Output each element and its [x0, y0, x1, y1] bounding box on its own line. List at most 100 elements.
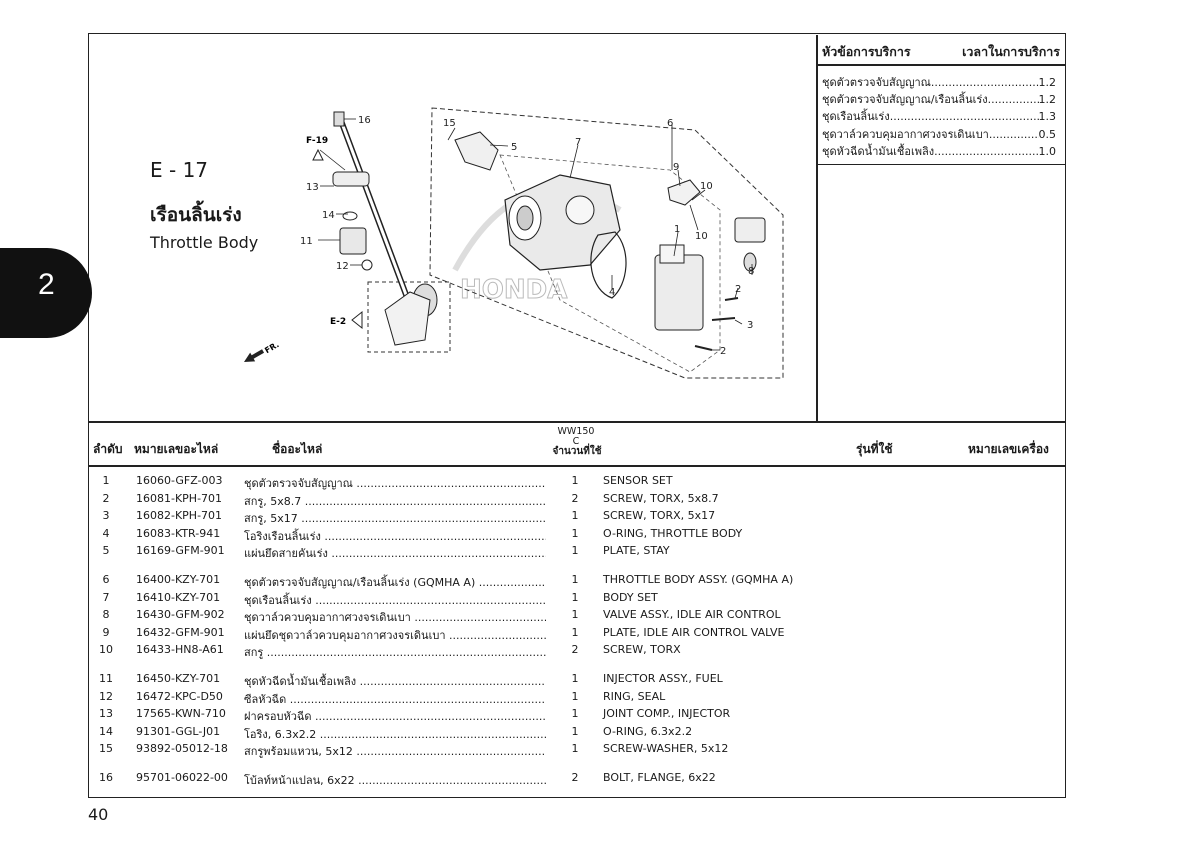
front-label: FR. — [263, 340, 280, 355]
row-part-no: 95701-06022-00 — [136, 771, 228, 784]
service-item: ชุดตัวตรวจจับสัญญาณ1.2 — [822, 74, 1056, 91]
chapter-tab: 2 — [0, 248, 92, 338]
table-row: 11 16450-KZY-701 ชุดหัวฉีดน้ำมันเชื้อเพลิง… — [90, 672, 1060, 688]
row-name-th: โอริงเรือนลิ้นเร่ง — [244, 527, 546, 545]
honda-watermark: HONDA — [460, 275, 567, 305]
row-qty: 2 — [571, 643, 579, 656]
row-part-no: 16082-KPH-701 — [136, 509, 223, 522]
service-item-time: 1.3 — [1038, 110, 1057, 124]
service-item-name: ชุดตัวตรวจจับสัญญาณ — [822, 74, 1039, 91]
row-qty: 1 — [571, 608, 579, 621]
leader-lines — [318, 118, 753, 351]
row-part-no: 16432-GFM-901 — [136, 625, 225, 639]
row-name-th: ชุดตัวตรวจจับสัญญาณ/เรือนลิ้นเร่ง (GQMHA… — [244, 573, 546, 591]
row-name-en: SCREW, TORX, 5x8.7 — [603, 491, 719, 505]
row-name-th: ฝาครอบหัวฉีด — [244, 707, 546, 725]
row-name-th: โอริง, 6.3x2.2 — [244, 725, 546, 743]
row-part-no: 16450-KZY-701 — [136, 672, 221, 685]
divider-service-list — [816, 164, 1066, 165]
row-qty: 1 — [571, 724, 579, 738]
callout-11: 11 — [300, 236, 313, 247]
row-no: 14 — [99, 724, 113, 738]
row-name-en: SCREW, TORX — [603, 643, 681, 656]
screw-2b — [694, 345, 713, 351]
row-name-th: ชุดวาล์วควบคุมอากาศวงจรเดินเบา — [244, 608, 546, 626]
row-no: 11 — [99, 672, 113, 685]
row-qty: 1 — [571, 526, 579, 540]
callout-5: 5 — [511, 142, 517, 153]
row-no: 7 — [102, 590, 110, 604]
row-qty: 1 — [571, 707, 579, 720]
row-no: 4 — [102, 526, 110, 540]
service-list: ชุดตัวตรวจจับสัญญาณ1.2 ชุดตัวตรวจจับสัญญ… — [822, 74, 1056, 160]
row-name-en: SCREW-WASHER, 5x12 — [603, 742, 729, 755]
row-no: 8 — [102, 608, 110, 621]
o-ring-part — [342, 211, 358, 221]
row-name-th: ซีลหัวฉีด — [244, 690, 546, 708]
page-frame — [88, 33, 1066, 798]
row-name-en: THROTTLE BODY ASSY. (GQMHA A) — [603, 573, 794, 586]
bolt-part — [333, 111, 345, 127]
row-no: 5 — [102, 544, 110, 557]
callout-2b: 2 — [720, 346, 726, 357]
title-english: Throttle Body — [150, 233, 259, 252]
divider-vertical — [816, 35, 818, 422]
col-header-name: ชื่ออะไหล่ — [272, 442, 323, 456]
seal-ring-part — [361, 259, 373, 271]
iac-plate-part — [667, 179, 701, 206]
row-name-th: ชุดหัวฉีดน้ำมันเชื้อเพลิง — [244, 672, 546, 690]
joint-part — [332, 171, 370, 187]
service-item-name: ชุดตัวตรวจจับสัญญาณ/เรือนลิ้นเร่ง — [822, 91, 1039, 108]
row-part-no: 17565-KWN-710 — [136, 707, 226, 720]
row-qty: 1 — [571, 742, 579, 755]
col-header-partno: หมายเลขอะไหล่ — [134, 442, 219, 456]
row-name-th: สกรูพร้อมแหวน, 5x12 — [244, 742, 546, 760]
ref-e2: E-2 — [330, 317, 346, 327]
ref-f19-arrow — [312, 148, 324, 161]
title-thai: เรือนลิ้นเร่ง — [150, 204, 242, 226]
row-name-en: O-RING, 6.3x2.2 — [603, 724, 693, 738]
row-part-no: 16472-KPC-D50 — [136, 689, 223, 703]
row-name-en: JOINT COMP., INJECTOR — [603, 707, 731, 720]
row-name-en: BOLT, FLANGE, 6x22 — [603, 771, 716, 784]
row-name-en: SENSOR SET — [603, 474, 673, 487]
table-row: 4 16083-KTR-941 โอริงเรือนลิ้นเร่ง 1 O-RING,… — [90, 527, 1060, 543]
service-item: ชุดหัวฉีดน้ำมันเชื้อเพลิง1.0 — [822, 143, 1056, 160]
front-arrow: FR. — [244, 340, 281, 362]
iac-plunger — [743, 252, 757, 272]
service-item-time: 1.0 — [1038, 144, 1057, 158]
row-part-no: 16083-KTR-941 — [136, 526, 221, 540]
callout-4: 4 — [609, 287, 615, 298]
row-name-en: PLATE, IDLE AIR CONTROL VALVE — [603, 625, 785, 639]
row-part-no: 16410-KZY-701 — [136, 590, 221, 604]
model-type: C — [572, 436, 580, 447]
callout-1: 1 — [674, 224, 680, 235]
row-name-th: สกรู, 5x17 — [244, 509, 546, 527]
row-no: 6 — [102, 573, 110, 586]
row-qty: 1 — [571, 474, 579, 487]
exploded-diagram: HONDA 16 13 14 11 12 — [244, 107, 784, 379]
callout-13: 13 — [306, 182, 319, 193]
row-name-en: RING, SEAL — [603, 689, 666, 703]
chapter-number: 2 — [38, 268, 55, 301]
table-row: 116060-GFZ-003ชุดตัวตรวจจับสัญญาณ1SENSOR… — [90, 474, 1060, 490]
divider-diagram-table — [88, 421, 1066, 423]
row-name-th: แผ่นยึดชุดวาล์วควบคุมอากาศวงจรเดินเบา — [244, 626, 546, 644]
iac-valve-part — [734, 217, 766, 243]
callout-15: 15 — [443, 118, 456, 129]
row-qty: 1 — [571, 689, 579, 703]
service-item: ชุดวาล์วควบคุมอากาศวงจรเดินเบา0.5 — [822, 126, 1056, 143]
callout-12: 12 — [336, 261, 349, 272]
assembly-outline — [429, 107, 784, 379]
sensor-part — [654, 254, 704, 331]
row-name-en: O-RING, THROTTLE BODY — [603, 526, 743, 540]
